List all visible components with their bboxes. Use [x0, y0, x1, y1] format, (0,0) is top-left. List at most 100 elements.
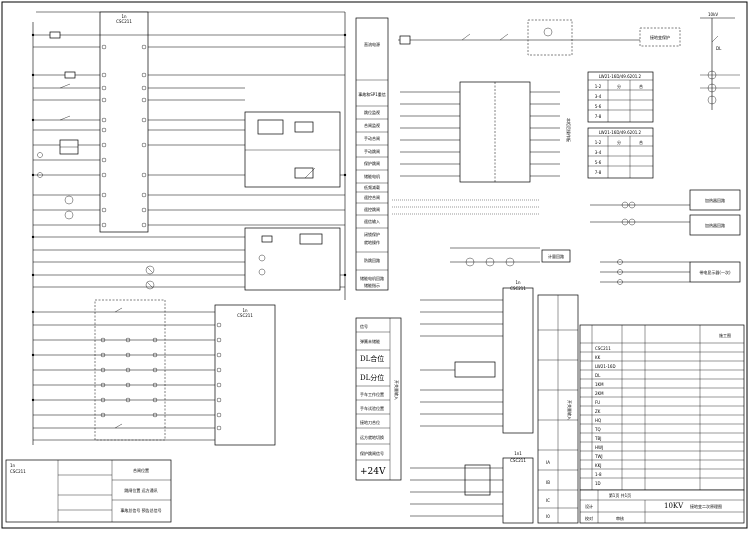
note-box-label: 接地变保护 — [650, 34, 670, 40]
voltage-label: 10kV — [708, 12, 718, 17]
signal-6: 远方就地切换 — [360, 434, 384, 440]
eq-13: KKJ — [595, 463, 601, 468]
meter-box — [541, 249, 571, 263]
tb-design: 设计 — [585, 503, 593, 509]
ct-rows — [400, 91, 560, 177]
fc-item-4: 手动合闸 — [364, 135, 380, 141]
fc-item-8: 低频减载 — [364, 184, 380, 190]
equipment-list — [579, 324, 745, 491]
function-column-rows — [356, 79, 388, 271]
fc-mid-2: 遥信输入 — [364, 218, 380, 224]
tb-approve: 审核 — [616, 515, 624, 521]
current-label-ib: IB — [546, 480, 550, 485]
st1-col-1: 合 — [639, 83, 643, 89]
right-box-2-label: 加热器回路 — [705, 222, 725, 228]
st1-col-0: 分 — [617, 83, 621, 89]
primary-dashed-box — [527, 19, 573, 56]
fc-item-7: 储能电机 — [364, 173, 380, 179]
lower-rungs — [33, 311, 215, 441]
signal-header: 信号 — [360, 323, 368, 329]
function-column — [355, 17, 389, 291]
main-rungs — [33, 34, 345, 288]
eq-15: 1D — [595, 481, 601, 486]
st2-row-3: 7-8 — [595, 170, 602, 175]
eq-12: TWJ — [594, 454, 603, 459]
sub1-coil — [257, 119, 284, 135]
relay-unit-main-top-model: CSC211 — [116, 19, 132, 24]
fc-item-1: 事故和SP1重信 — [358, 91, 386, 97]
bottom-left-item-2: 跳闸位置 远方通讯 — [124, 487, 157, 493]
eq-4: 1KM — [595, 382, 604, 387]
fc-item-2: 跳位监视 — [364, 109, 380, 115]
st1-row-0: 1-2 — [595, 84, 602, 89]
st2-col-1: 合 — [639, 139, 643, 145]
drawing-no: 施工图 — [719, 332, 731, 338]
tb-title-sub: 接地变二次原理图 — [690, 503, 722, 509]
signal-list — [355, 317, 402, 481]
eq-2: LW21-16D — [595, 364, 616, 369]
eq-10: TBJ — [594, 436, 601, 441]
switch-table-1 — [587, 71, 654, 123]
subcircuit-box-2 — [244, 227, 341, 291]
eq-7: ZK — [595, 409, 601, 414]
device-label: DL — [716, 46, 722, 51]
fc-item-5: 手动跳闸 — [364, 148, 380, 154]
st2-row-0: 1-2 — [595, 140, 602, 145]
eq-6: FU — [595, 400, 600, 405]
signal-0: 弹簧未储能 — [360, 338, 380, 344]
indicator-lamp-2 — [145, 280, 155, 290]
fc-mid-4: 就地操作 — [364, 239, 380, 245]
vertical-label-a: 本柜后操作板 — [566, 118, 572, 142]
right-box-3-label: 带电显示器(一次) — [699, 269, 731, 275]
fc-item-0: 直流电源 — [364, 41, 380, 47]
heater-circuits — [590, 201, 690, 285]
relay-unit-main-mid-tag: 1n — [242, 308, 248, 313]
signal-power: +24V — [360, 467, 386, 477]
primary-ct — [543, 27, 553, 37]
bottom-left-model: CSC211 — [10, 469, 26, 474]
bottom-left-item-3: 事故总信号 预告总信号 — [120, 507, 161, 513]
title-block — [579, 489, 745, 524]
signal-1: DL合位 — [360, 354, 384, 363]
fc-item-6: 保护跳闸 — [364, 160, 380, 166]
relay-unit-right-low — [502, 457, 534, 524]
lower-contacts — [100, 307, 158, 429]
signal-3: 手车工作位置 — [360, 391, 384, 397]
switch-table-2-title: LW21-16D/49.6201.2 — [599, 130, 642, 135]
tb-check: 校对 — [585, 515, 593, 521]
notes-lines — [392, 199, 540, 215]
relay-unit-right-low-tag: 1n1 — [514, 451, 522, 456]
signal-2: DL分位 — [360, 373, 384, 382]
relay-unit-main-mid-model: CSC211 — [237, 313, 253, 318]
switch-table-1-title: LW21-16D/49.6201.2 — [599, 74, 642, 79]
meter-box-label: 计量回路 — [548, 253, 564, 259]
relay-unit-right-mid-tag: 1n — [515, 280, 521, 285]
fc-low-1: 储能指示 — [364, 282, 380, 288]
vertical-label-b: 开关量输入 — [567, 400, 573, 420]
relay-unit-right-low-model: CSC211 — [510, 458, 526, 463]
relay-unit-main-mid — [214, 304, 276, 446]
signal-list-rows — [356, 331, 390, 461]
eq-1: KK — [595, 355, 601, 360]
fc-item-3: 合闸监视 — [364, 122, 380, 128]
st1-row-2: 5-6 — [595, 104, 602, 109]
right-low-rows — [410, 467, 503, 517]
signal-4: 手车试验位置 — [360, 405, 384, 411]
current-table-rows — [538, 329, 578, 509]
eq-3: DL — [595, 373, 601, 378]
tb-title: 10KV — [664, 502, 684, 510]
right-box-2 — [689, 214, 741, 236]
signal-7: 保护跳闸信号 — [360, 450, 384, 456]
eq-8: HQ — [595, 418, 601, 423]
fc-low-0: 储能电机回路 — [360, 275, 384, 281]
relay-unit-main-top-tag: 1n — [121, 14, 127, 19]
st2-row-1: 3-4 — [595, 150, 602, 155]
eq-14: 1-8 — [595, 472, 602, 477]
fc-mid-0: 遥控合闸 — [364, 194, 380, 200]
bottom-left-box — [5, 459, 172, 523]
right-box-1 — [689, 189, 741, 211]
current-label-ia: IA — [546, 460, 550, 465]
st2-col-0: 分 — [617, 139, 621, 145]
eq-9: TQ — [594, 427, 601, 432]
